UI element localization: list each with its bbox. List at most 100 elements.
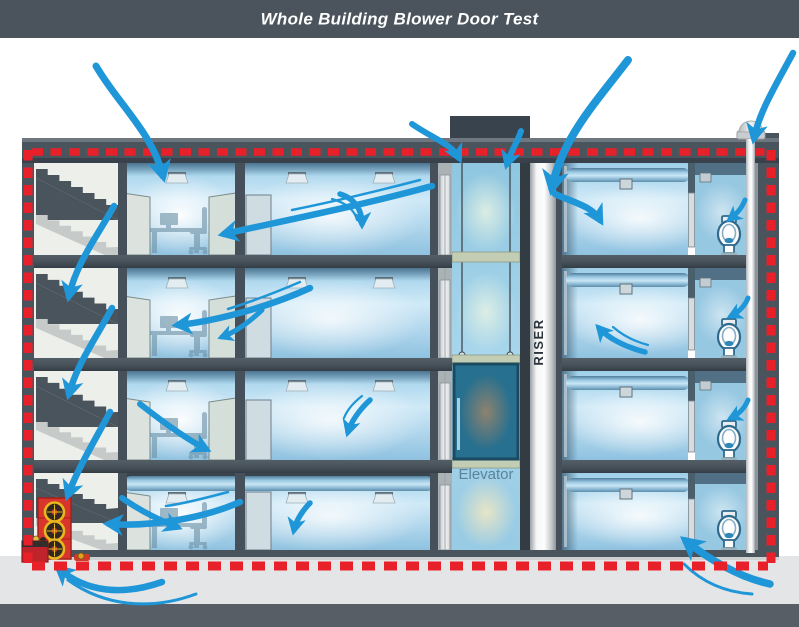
airflow-arrow [171,284,314,335]
airflow-arrow [501,128,524,170]
bath-partition-top [688,473,695,499]
airflow-streak [611,325,650,347]
floor-slab [562,358,779,371]
bath-partition-top [688,163,695,193]
airflow-streak [330,197,359,222]
airflow-arrow [726,197,748,223]
airflow-arrow [726,295,751,319]
airflow-arrow [217,182,436,242]
floor-slab [562,255,779,268]
airflow-arrow [119,495,183,532]
bathroom-door [688,192,695,248]
floor-slab [22,255,452,268]
fan-3 [43,538,66,560]
bathroom-soffit [695,163,746,175]
ground-slab [22,550,779,557]
ceiling-light [285,171,309,184]
floor-slab [22,460,452,473]
fan-accessory [74,552,90,561]
office-door [208,192,237,256]
airflow-streak [164,490,230,508]
ground [0,556,799,627]
airflow-arrow [746,49,797,145]
ceiling-light [285,379,309,392]
bathroom-door [688,400,695,453]
floor-4 [122,163,430,256]
door-frame-tab [619,178,633,190]
airflow-streak [226,280,302,311]
airflow-arrow [409,121,463,164]
ceiling-light [165,276,189,289]
airflow-arrow [61,202,118,303]
elevator-doors [438,163,452,551]
ceiling-beam [566,168,690,182]
office-door [208,397,237,461]
airflow-arrow [217,307,265,342]
airflow-arrow [53,564,166,594]
ceiling-light [372,171,396,184]
right-room-1 [562,473,748,552]
ceiling-beam [566,273,690,287]
office-door [208,295,237,359]
ceiling-light [285,491,309,504]
airflow-streak [682,562,754,596]
ceiling-light [372,379,396,392]
bath-partition-top [688,371,695,401]
airflow-arrow [137,401,212,453]
bath-partition-top [688,268,695,298]
airflow-streak [342,394,364,420]
airflow-arrow [62,304,116,401]
airflow-arrow [726,397,751,421]
bathroom-soffit [695,473,746,484]
airflow-arrow [542,56,632,197]
shaft-band [451,251,521,263]
bathroom-soffit [695,371,746,383]
riser-column: RISER [530,163,562,550]
stair-flight [36,169,118,220]
stair-flight [36,215,118,261]
elevator-car [452,362,520,461]
footer-strip [0,604,799,627]
page-title: Whole Building Blower Door Test [261,10,540,29]
header-bar: Whole Building Blower Door Test [0,0,799,38]
floor-3 [122,268,430,359]
floor-1 [122,473,435,552]
floor-slab [22,358,452,371]
ceiling-light [372,276,396,289]
fan-2 [43,520,66,542]
ceiling-beam [566,376,690,390]
airflow-arrows [53,49,797,606]
room-door [245,399,272,461]
stairwell-wall [118,163,127,550]
airflow-arrow [287,500,313,536]
stairwell-door [122,295,151,359]
right-room-3 [562,268,748,360]
right-room-2 [562,371,748,462]
ceiling-beam [124,476,434,491]
bathroom-soffit [695,268,746,280]
elevator-lobby-wall [430,163,438,550]
ceiling-light [165,491,189,504]
bathroom-door [688,297,695,351]
elevator-shaft: Elevator [451,163,521,550]
partition-wall [235,163,245,550]
door-frame-tab [619,283,633,295]
riser-label: RISER [531,318,546,365]
door-frame-tab [619,488,633,500]
airflow-arrow [92,62,171,183]
airflow-arrow [62,408,114,502]
airflow-arrow [595,323,648,355]
airflow-arrow [342,397,373,438]
riser-wall [520,163,530,550]
room-door [245,491,272,551]
floors-right-zone [562,163,748,552]
ceiling-light [372,491,396,504]
floor-2 [122,371,430,461]
airflow-arrow [337,191,372,230]
floor-slab [562,460,779,473]
fan-1 [43,501,66,523]
building-shadow [22,556,779,560]
air-barrier-envelope [23,150,776,571]
airflow-streak [66,578,198,606]
